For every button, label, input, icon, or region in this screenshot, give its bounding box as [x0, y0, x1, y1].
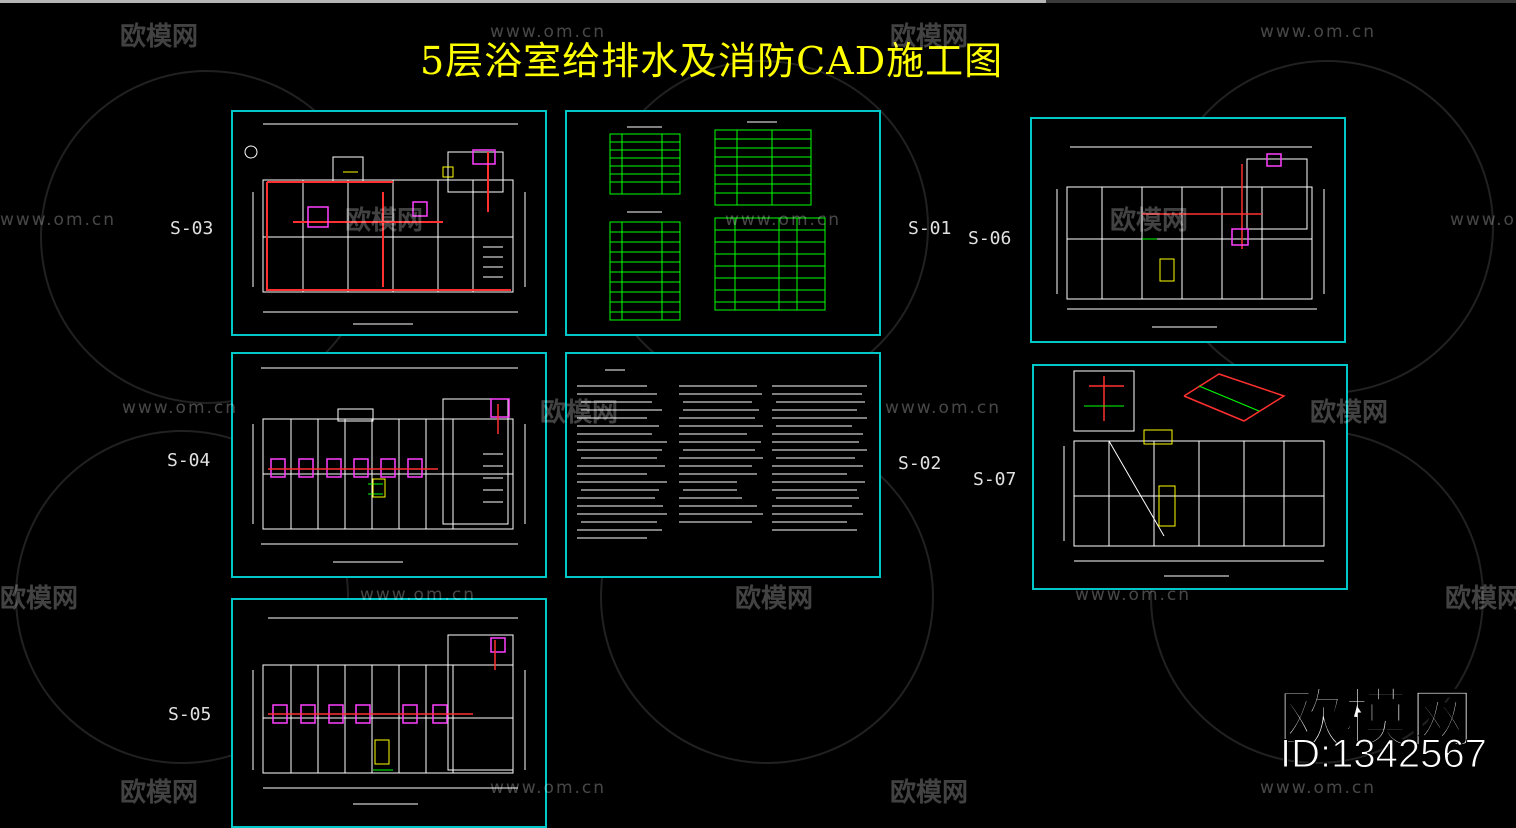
sheet-label-s02: S-02 — [898, 453, 942, 474]
sheet-s06-frame[interactable] — [1030, 117, 1346, 343]
sheet-label-s03: S-03 — [170, 218, 214, 239]
sheet-s04-frame[interactable] — [231, 352, 547, 578]
watermark-url: www.om.cn — [885, 398, 1002, 418]
watermark-logo: 欧模网 — [0, 584, 79, 614]
sheet-s05-frame[interactable] — [231, 598, 547, 828]
watermark-logo: 欧模网 — [1445, 584, 1516, 614]
sheet-s07-frame[interactable] — [1032, 364, 1348, 590]
watermark-logo: 欧模网 — [120, 778, 199, 808]
drawing-title: 5层浴室给排水及消防CAD施工图 — [420, 39, 1004, 83]
sheet-label-s01: S-01 — [908, 218, 952, 239]
watermark-url: www.om.cn — [122, 398, 239, 418]
watermark-url: www.om.cn — [1260, 22, 1377, 42]
watermark-logo: 欧模网 — [120, 22, 199, 52]
sheet-s06-drawing — [1056, 146, 1325, 328]
sheet-s05-drawing — [252, 617, 526, 805]
sheet-label-s07: S-07 — [973, 469, 1017, 490]
watermark-url: www.om.cn — [1450, 210, 1516, 230]
watermark-logo: 欧模网 — [890, 778, 969, 808]
watermark-url: www.om.cn — [1260, 778, 1377, 798]
sheet-s03-drawing — [244, 123, 526, 325]
sheet-s01-frame[interactable] — [565, 110, 881, 336]
brand-id-text: ID:1342567 — [1280, 732, 1488, 777]
sheet-label-s06: S-06 — [968, 228, 1012, 249]
sheet-s02-frame[interactable] — [565, 352, 881, 578]
sheet-label-s05: S-05 — [168, 704, 212, 725]
sheet-s02-drawing — [577, 369, 867, 539]
watermark-url: www.om.cn — [0, 210, 117, 230]
toolbar-tab-bar — [0, 0, 1046, 3]
sheet-s01-drawing — [609, 121, 826, 321]
watermark-logo: 欧模网 — [735, 584, 814, 614]
sheet-s04-drawing — [252, 367, 526, 563]
brand-logo-text: 欧模网 — [1277, 682, 1476, 758]
sheet-s03-frame[interactable] — [231, 110, 547, 336]
top-toolbar-strip — [0, 0, 1516, 3]
sheet-s07-drawing — [1063, 370, 1325, 577]
sheet-label-s04: S-04 — [167, 450, 211, 471]
